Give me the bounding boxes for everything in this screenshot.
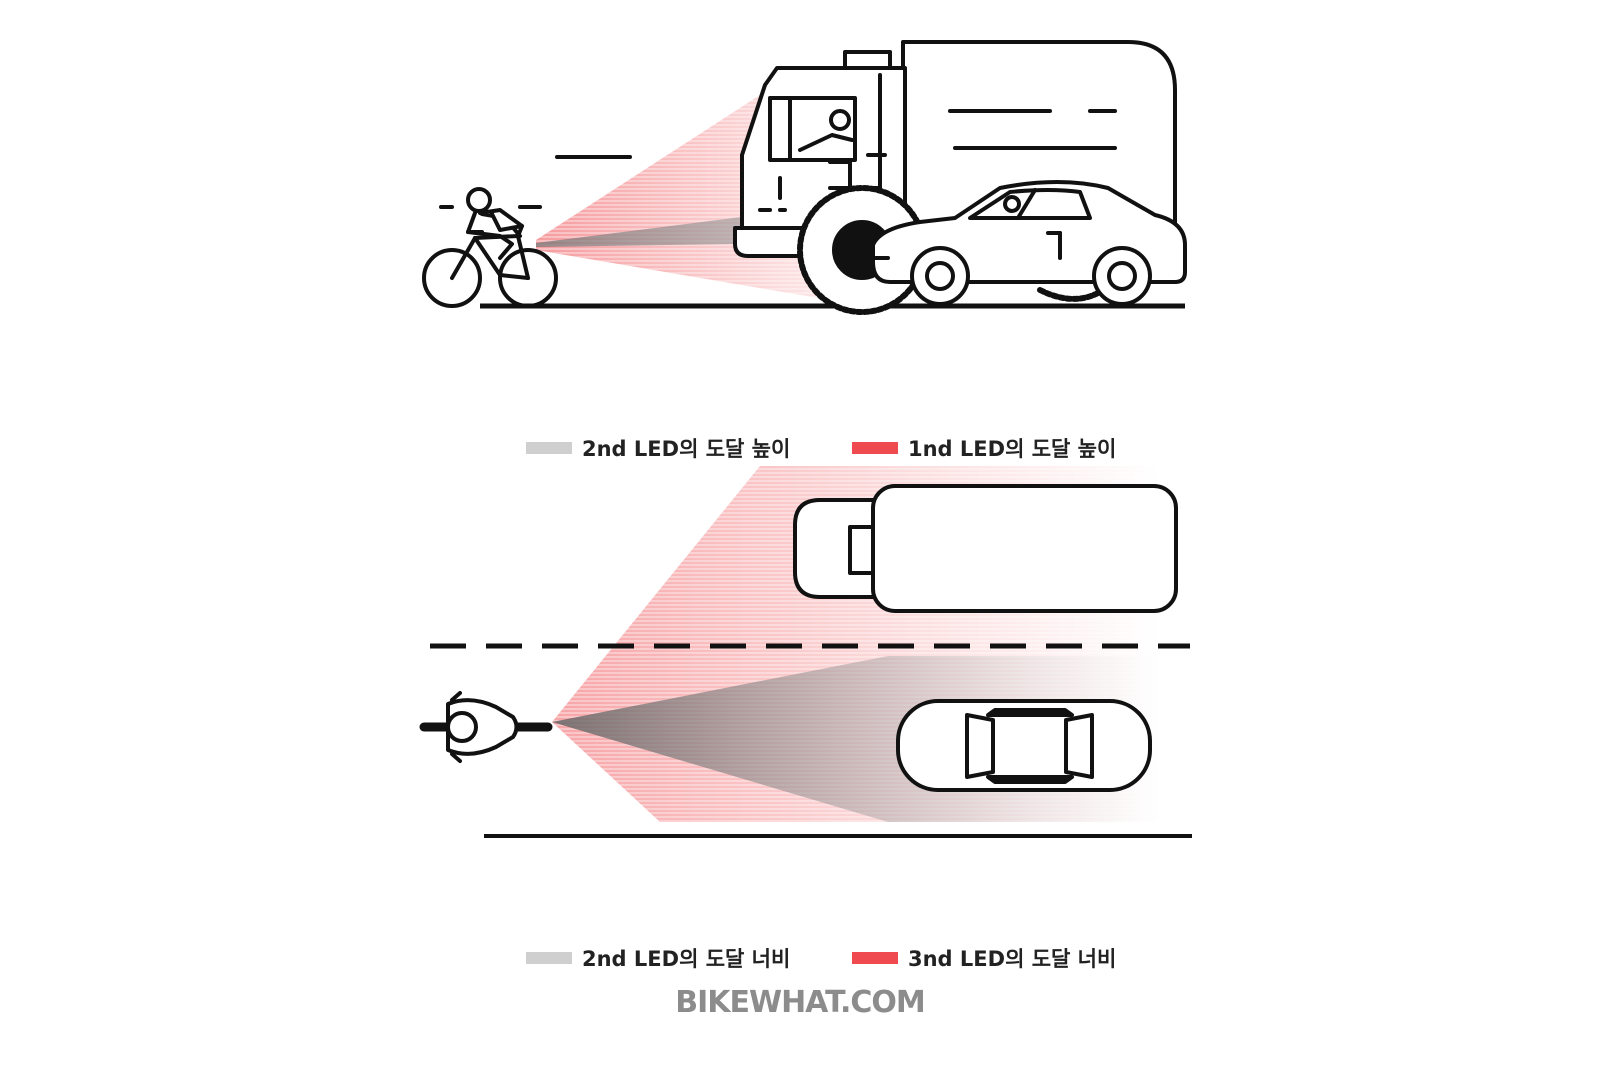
top-view	[424, 466, 1192, 836]
legend-bottom-gray: 2nd LED의 도달 너비	[526, 943, 790, 973]
truck-top-icon	[795, 486, 1176, 611]
cyclist-top-icon	[424, 693, 548, 761]
watermark: BIKEWHAT.COM	[600, 985, 1000, 1020]
red-swatch	[852, 952, 898, 964]
legend-label: 2nd LED의 도달 너비	[582, 943, 790, 973]
gray-swatch	[526, 952, 572, 964]
gray-swatch	[526, 442, 572, 454]
legend-label: 1nd LED의 도달 높이	[908, 433, 1116, 463]
legend-top-red: 1nd LED의 도달 높이	[852, 433, 1116, 463]
legend-bottom-red: 3nd LED의 도달 너비	[852, 943, 1116, 973]
red-swatch	[852, 442, 898, 454]
car-top-icon	[898, 701, 1150, 790]
side-view	[424, 42, 1185, 312]
legend-top-gray: 2nd LED의 도달 높이	[526, 433, 790, 463]
legend-label: 3nd LED의 도달 너비	[908, 943, 1116, 973]
legend-label: 2nd LED의 도달 높이	[582, 433, 790, 463]
